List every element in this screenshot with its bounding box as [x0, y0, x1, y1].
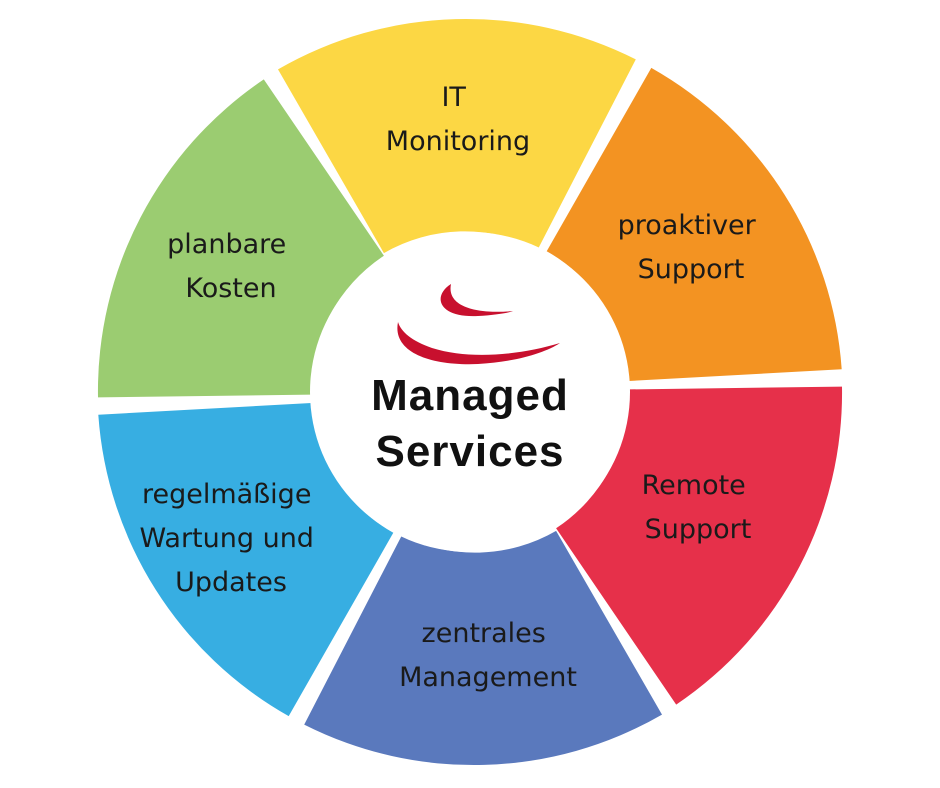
swoosh-logo-icon: [397, 284, 560, 365]
segment-proaktiver-support-shape: [546, 67, 842, 382]
segment-remote-support: Remote Support: [556, 386, 843, 705]
segment-regelmaessige-wartung-label: regelmäßige Wartung und Updates: [139, 479, 322, 598]
segment-remote-support-shape: [556, 386, 843, 705]
center-title-line2: Services: [375, 427, 564, 476]
segment-zentrales-management-label: zentrales Management: [399, 618, 577, 693]
segment-it-monitoring-shape: [278, 18, 636, 254]
segment-zentrales-management-shape: [304, 530, 662, 766]
center-hub: Managed Services: [310, 232, 630, 552]
segment-planbare-kosten-shape: [97, 79, 384, 398]
segment-planbare-kosten: planbare Kosten: [97, 79, 384, 398]
segment-planbare-kosten-label: planbare Kosten: [167, 229, 295, 304]
segment-it-monitoring-label: IT Monitoring: [386, 82, 530, 157]
segment-proaktiver-support-label: proaktiver Support: [618, 210, 765, 285]
segment-proaktiver-support: proaktiver Support: [546, 67, 842, 382]
segment-regelmaessige-wartung: regelmäßige Wartung und Updates: [98, 403, 394, 717]
segment-it-monitoring: IT Monitoring: [278, 18, 636, 254]
center-title-line1: Managed: [371, 371, 569, 420]
segment-remote-support-label: Remote Support: [642, 470, 755, 545]
segment-zentrales-management: zentrales Management: [304, 530, 662, 766]
segment-regelmaessige-wartung-shape: [98, 403, 394, 717]
center-circle: [310, 232, 630, 552]
